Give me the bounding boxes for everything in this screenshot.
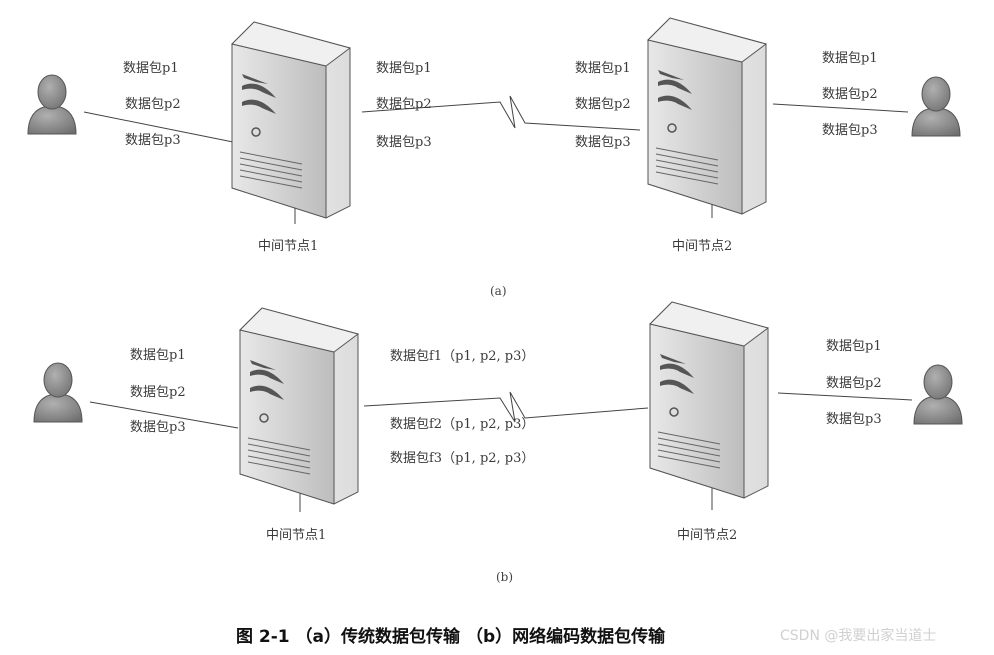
- server-icon: [231, 21, 351, 219]
- node-label: 中间节点1: [258, 239, 319, 254]
- packet-label: 数据包p3: [575, 135, 631, 150]
- node-label: 中间节点2: [677, 528, 738, 543]
- panel-caption: (b): [496, 570, 514, 584]
- panel-b-graphics: [33, 301, 963, 512]
- coded-packet-label: 数据包f1（p1, p2, p3）: [390, 349, 535, 364]
- packet-label: 数据包p3: [376, 135, 432, 150]
- packet-label: 数据包p2: [125, 97, 181, 112]
- packet-label: 数据包p3: [130, 420, 186, 435]
- packet-label: 数据包p1: [575, 61, 631, 76]
- packet-label: 数据包p3: [822, 123, 878, 138]
- link-user1-node1: [83, 111, 239, 144]
- figure-title: 图 2-1 （a）传统数据包传输 （b）网络编码数据包传输: [236, 627, 666, 647]
- user-icon: [913, 364, 963, 425]
- server-icon: [649, 301, 769, 499]
- link-node1-node2: [361, 95, 641, 131]
- server-icon: [647, 17, 767, 215]
- link-user1-node1: [89, 401, 239, 429]
- user-icon: [911, 76, 961, 137]
- node-label: 中间节点2: [672, 239, 733, 254]
- packet-label: 数据包p2: [376, 97, 432, 112]
- packet-label: 数据包p1: [826, 339, 882, 354]
- packet-label: 数据包p2: [575, 97, 631, 112]
- node-label: 中间节点1: [266, 528, 327, 543]
- user-icon: [27, 74, 77, 135]
- panel-caption: (a): [490, 284, 507, 298]
- server-icon: [239, 307, 359, 505]
- packet-label: 数据包p2: [130, 385, 186, 400]
- packet-label: 数据包p1: [376, 61, 432, 76]
- packet-label: 数据包p1: [123, 61, 179, 76]
- packet-label: 数据包p2: [826, 376, 882, 391]
- packet-label: 数据包p3: [125, 133, 181, 148]
- link-node2-user2: [777, 392, 913, 401]
- user-icon: [33, 362, 83, 423]
- watermark: CSDN @我要出家当道士: [780, 628, 937, 644]
- packet-label: 数据包p2: [822, 87, 878, 102]
- packet-label: 数据包p1: [130, 348, 186, 363]
- packet-label: 数据包p1: [822, 51, 878, 66]
- coded-packet-label: 数据包f2（p1, p2, p3）: [390, 417, 535, 432]
- coded-packet-label: 数据包f3（p1, p2, p3）: [390, 451, 535, 466]
- link-node1-node2: [363, 391, 649, 423]
- link-node2-user2: [772, 103, 909, 113]
- panel-a-graphics: [27, 17, 961, 224]
- packet-label: 数据包p3: [826, 412, 882, 427]
